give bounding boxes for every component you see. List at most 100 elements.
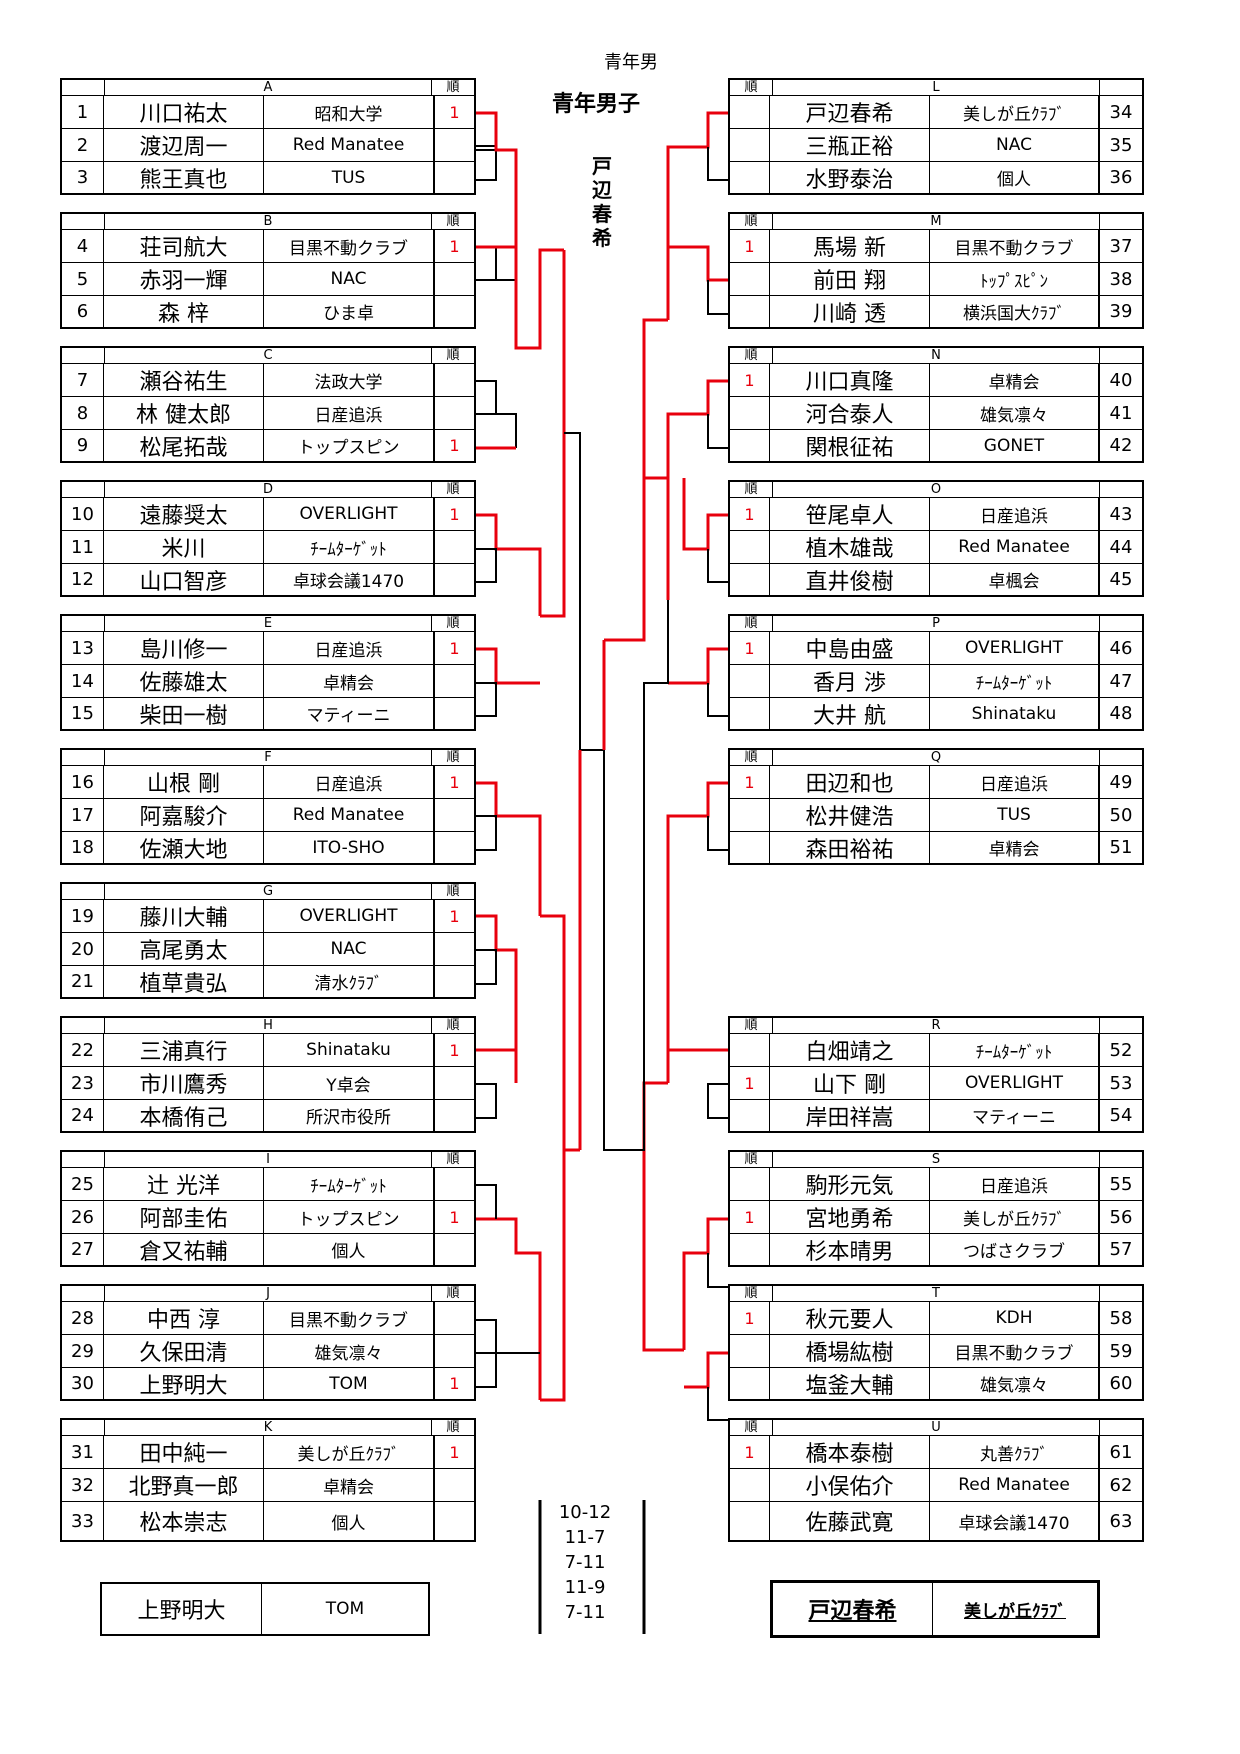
- player-club: トップスピン: [264, 1201, 434, 1233]
- player-number: 6: [62, 296, 104, 327]
- player-number: 12: [62, 564, 104, 595]
- player-number: 45: [1109, 569, 1133, 590]
- player-number: 33: [62, 1502, 104, 1540]
- player-number: 17: [62, 799, 104, 831]
- player-club: つばさクラブ: [930, 1234, 1100, 1265]
- player-club: Shinataku: [930, 698, 1100, 729]
- group-letter: M: [930, 214, 942, 229]
- player-club: 昭和大学: [264, 96, 434, 128]
- player-name: 熊王真也: [104, 162, 264, 193]
- bracket-line: [668, 647, 728, 685]
- player-rank: [434, 1502, 474, 1540]
- player-name: 馬場 新: [770, 230, 930, 262]
- player-rank: 1: [434, 498, 474, 530]
- player-name: 田辺和也: [770, 766, 930, 798]
- score-line: 10-12: [558, 1502, 612, 1523]
- player-rank: [434, 397, 474, 429]
- rank-header: 順: [730, 1420, 773, 1435]
- rank-header: 順: [730, 1018, 773, 1033]
- player-name: 笹尾卓人: [770, 498, 930, 530]
- player-number: 18: [62, 832, 104, 863]
- player-rank: [434, 933, 474, 965]
- player-rank: 1: [730, 1302, 770, 1334]
- bracket-line: [476, 245, 540, 350]
- player-club: ﾁｰﾑﾀｰｹﾞｯﾄ: [264, 531, 434, 563]
- score-line: 11-7: [564, 1527, 606, 1548]
- bracket-line: [643, 600, 669, 750]
- bracket-line: [604, 318, 668, 642]
- bracket-line: [476, 279, 517, 314]
- player-rank: [730, 430, 770, 461]
- bracket-line: [476, 1217, 542, 1400]
- player-number: 15: [62, 698, 104, 729]
- player-number: 36: [1109, 167, 1133, 188]
- player-number: 54: [1109, 1105, 1133, 1126]
- player-name: 関根征祐: [770, 430, 930, 461]
- player-rank: 1: [434, 766, 474, 798]
- player-number: 10: [62, 498, 104, 530]
- bracket-line: [476, 246, 497, 281]
- player-club: ﾁｰﾑﾀｰｹﾞｯﾄ: [264, 1168, 434, 1200]
- player-number: 19: [62, 900, 104, 932]
- player-name: 川口真隆: [770, 364, 930, 396]
- bracket-line: [707, 280, 728, 315]
- player-rank: [434, 1335, 474, 1367]
- player-rank: [434, 1234, 474, 1265]
- bracket-line: [642, 1081, 684, 1352]
- bracket-line: [540, 1150, 566, 1402]
- player-number: 4: [62, 230, 104, 262]
- rank-header: 順: [730, 214, 773, 229]
- group-letter: K: [263, 1420, 273, 1435]
- player-number: 63: [1109, 1510, 1133, 1532]
- player-number: 61: [1109, 1441, 1133, 1463]
- player-name: 赤羽一輝: [104, 263, 264, 295]
- bracket-line: [476, 145, 497, 181]
- score-line: 11-9: [564, 1577, 606, 1598]
- player-rank: [434, 129, 474, 161]
- player-number: 8: [62, 397, 104, 429]
- player-name: 荘司航大: [104, 230, 264, 262]
- player-club: Red Manatee: [930, 531, 1100, 563]
- rank-header: 順: [730, 80, 773, 95]
- player-rank: [434, 296, 474, 327]
- player-number: 20: [62, 933, 104, 965]
- champion-box: 戸辺春希 美しが丘ｸﾗﾌﾞ: [770, 1580, 1100, 1638]
- bracket-line: [540, 250, 566, 618]
- group-letter: Q: [930, 750, 942, 765]
- player-club: 日産追浜: [264, 766, 434, 798]
- player-name: 瀬谷祐生: [104, 364, 264, 396]
- player-rank: [730, 832, 770, 863]
- player-name: 佐瀬大地: [104, 832, 264, 863]
- player-rank: 1: [730, 766, 770, 798]
- player-club: 日産追浜: [930, 498, 1100, 530]
- player-number: 62: [1109, 1474, 1133, 1496]
